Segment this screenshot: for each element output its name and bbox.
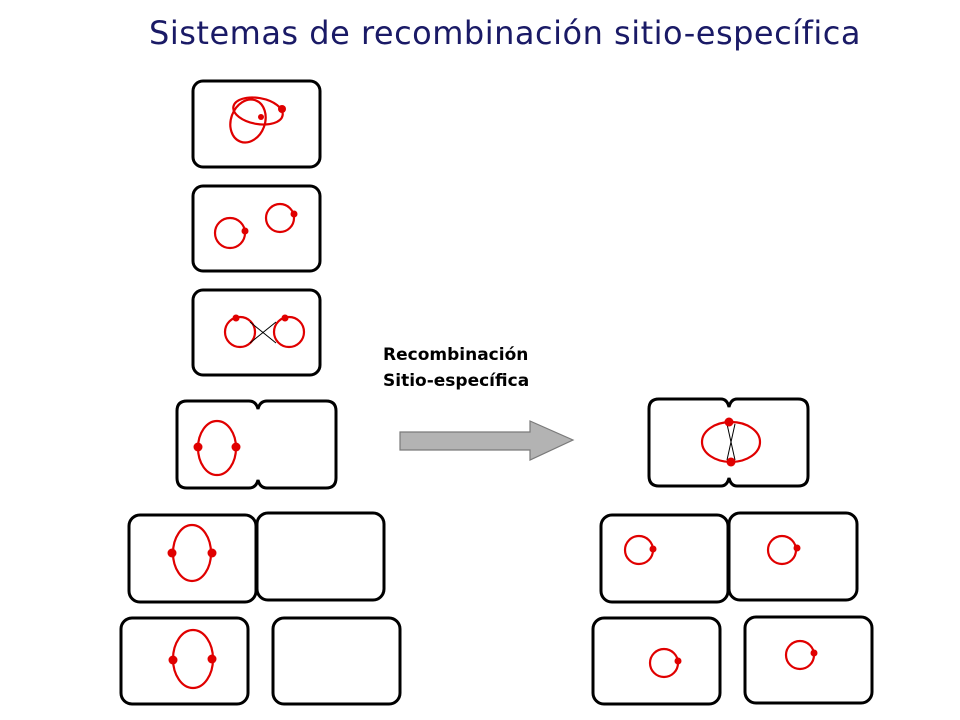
crossover-line — [249, 321, 277, 344]
plasmid-ring — [264, 202, 296, 234]
recombination-site-dot — [278, 105, 286, 113]
cell-outline — [127, 513, 258, 604]
recombination-site-dot — [258, 114, 264, 120]
cell-outline — [175, 399, 338, 490]
cell-outline — [191, 288, 322, 377]
recombination-site-dot — [724, 417, 734, 427]
process-label: Recombinación Sitio-específica — [383, 342, 529, 394]
right-dividing-cell — [647, 397, 810, 488]
recombination-site-dot — [167, 548, 177, 558]
plasmid-ring — [232, 96, 284, 126]
cell-outline — [119, 616, 250, 706]
recombination-site-dot — [649, 545, 657, 553]
recombination-site-dot — [726, 457, 736, 467]
process-arrow — [399, 420, 575, 461]
plasmid-ring — [223, 315, 257, 349]
recombination-site-dot — [674, 657, 682, 665]
cell-outline — [599, 513, 730, 604]
right-stage-3-cells — [591, 615, 874, 706]
crossover-line — [726, 423, 736, 461]
process-label-line2: Sitio-específica — [383, 371, 530, 391]
recombination-site-dot — [281, 314, 289, 322]
cell-outline — [727, 511, 859, 602]
stage-3-cell — [191, 288, 322, 377]
plasmid-ring — [272, 315, 306, 349]
cell-outline — [255, 511, 386, 602]
recombination-site-dot — [193, 442, 203, 452]
recombination-site-dot — [241, 227, 249, 235]
cell-outline — [647, 397, 810, 488]
cell-outline — [191, 184, 322, 273]
recombination-site-dot — [810, 649, 818, 657]
stage-5-cells — [127, 511, 386, 604]
diagram-title: Sistemas de recombinación sitio-específi… — [149, 14, 861, 52]
recombination-site-dot — [207, 654, 217, 664]
recombination-site-dot — [207, 548, 217, 558]
stage-4-dividing-cell — [175, 399, 338, 490]
recombination-site-dot — [290, 210, 298, 218]
recombination-site-dot — [793, 544, 801, 552]
stage-6-cells — [119, 616, 402, 706]
cell-outline — [743, 615, 874, 705]
cell-outline — [271, 616, 402, 706]
right-stage-2-cells — [599, 511, 859, 604]
recombination-site-dot — [168, 655, 178, 665]
process-label-line1: Recombinación — [383, 345, 529, 365]
recombination-site-dot — [232, 314, 240, 322]
stage-2-cell — [191, 184, 322, 273]
cell-outline — [591, 616, 722, 706]
stage-1-cell — [191, 79, 322, 169]
recombination-site-dot — [231, 442, 241, 452]
plasmid-ring — [229, 98, 267, 144]
